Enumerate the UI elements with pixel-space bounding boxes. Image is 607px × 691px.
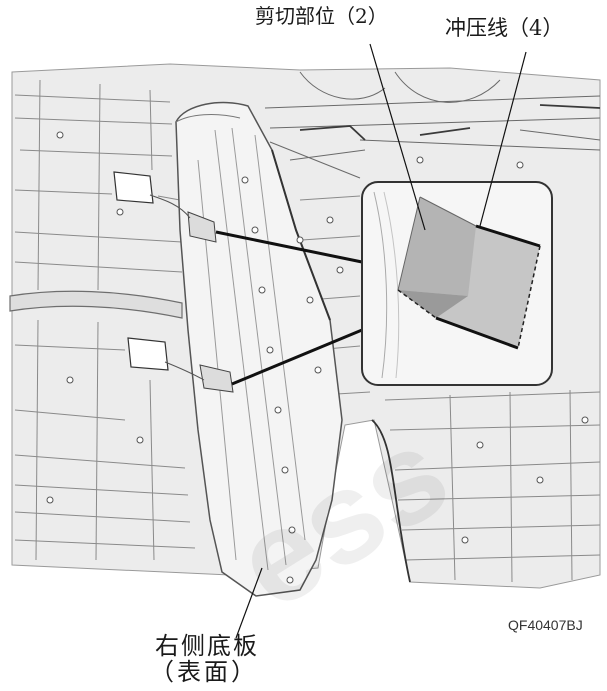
inset-panel-edge — [373, 191, 388, 379]
right-lower-floor — [384, 389, 601, 583]
leader-lines — [235, 43, 527, 639]
left-floor-ribs — [14, 79, 196, 561]
tag-lower — [127, 337, 169, 371]
tag-upper-strap — [149, 194, 191, 219]
panel-ribs — [197, 127, 306, 571]
stamp-line-label: 冲压线（4） — [445, 16, 564, 40]
detail-inset — [361, 181, 553, 386]
sheet-lower-fold — [398, 290, 468, 318]
connector-lower — [231, 328, 363, 386]
cut-line-right — [517, 245, 541, 349]
inset-panel-edge-inner — [383, 191, 400, 379]
sheet-left-edge — [397, 196, 421, 291]
floor-holes — [46, 131, 589, 544]
panel-holes — [241, 176, 322, 584]
cut-tab-upper — [187, 211, 217, 243]
cut-tab-lower — [199, 364, 234, 393]
dark-frame-edges — [299, 104, 601, 141]
sheet-top-edge — [419, 196, 477, 227]
sheet-cut-face — [398, 197, 476, 296]
figure-code: QF40407BJ — [508, 617, 583, 633]
upper-crossmember — [264, 71, 601, 179]
cut-position-label: 剪切部位（2） — [255, 4, 388, 28]
tag-lower-strap — [164, 361, 205, 381]
detail-connector-lines — [215, 230, 363, 386]
stamp-line-upper — [475, 224, 541, 248]
stamp-line-lower — [435, 316, 519, 350]
right-floor-panel — [175, 101, 343, 597]
leader-panel — [235, 567, 263, 639]
panel-top-lip — [175, 114, 241, 123]
panel-name-label: 右侧底板 — [155, 632, 259, 660]
tag-upper — [113, 171, 154, 204]
panel-dark-edge — [271, 149, 331, 321]
exhaust-pipe — [9, 290, 183, 319]
tag-markers — [113, 171, 205, 381]
leader-stamp-line — [479, 51, 527, 227]
right-floor-edge — [371, 419, 411, 583]
cut-line-left — [397, 289, 437, 319]
connector-upper — [215, 230, 363, 264]
panel-side-label: （表面） — [150, 658, 258, 686]
leader-cut-position — [369, 43, 426, 231]
